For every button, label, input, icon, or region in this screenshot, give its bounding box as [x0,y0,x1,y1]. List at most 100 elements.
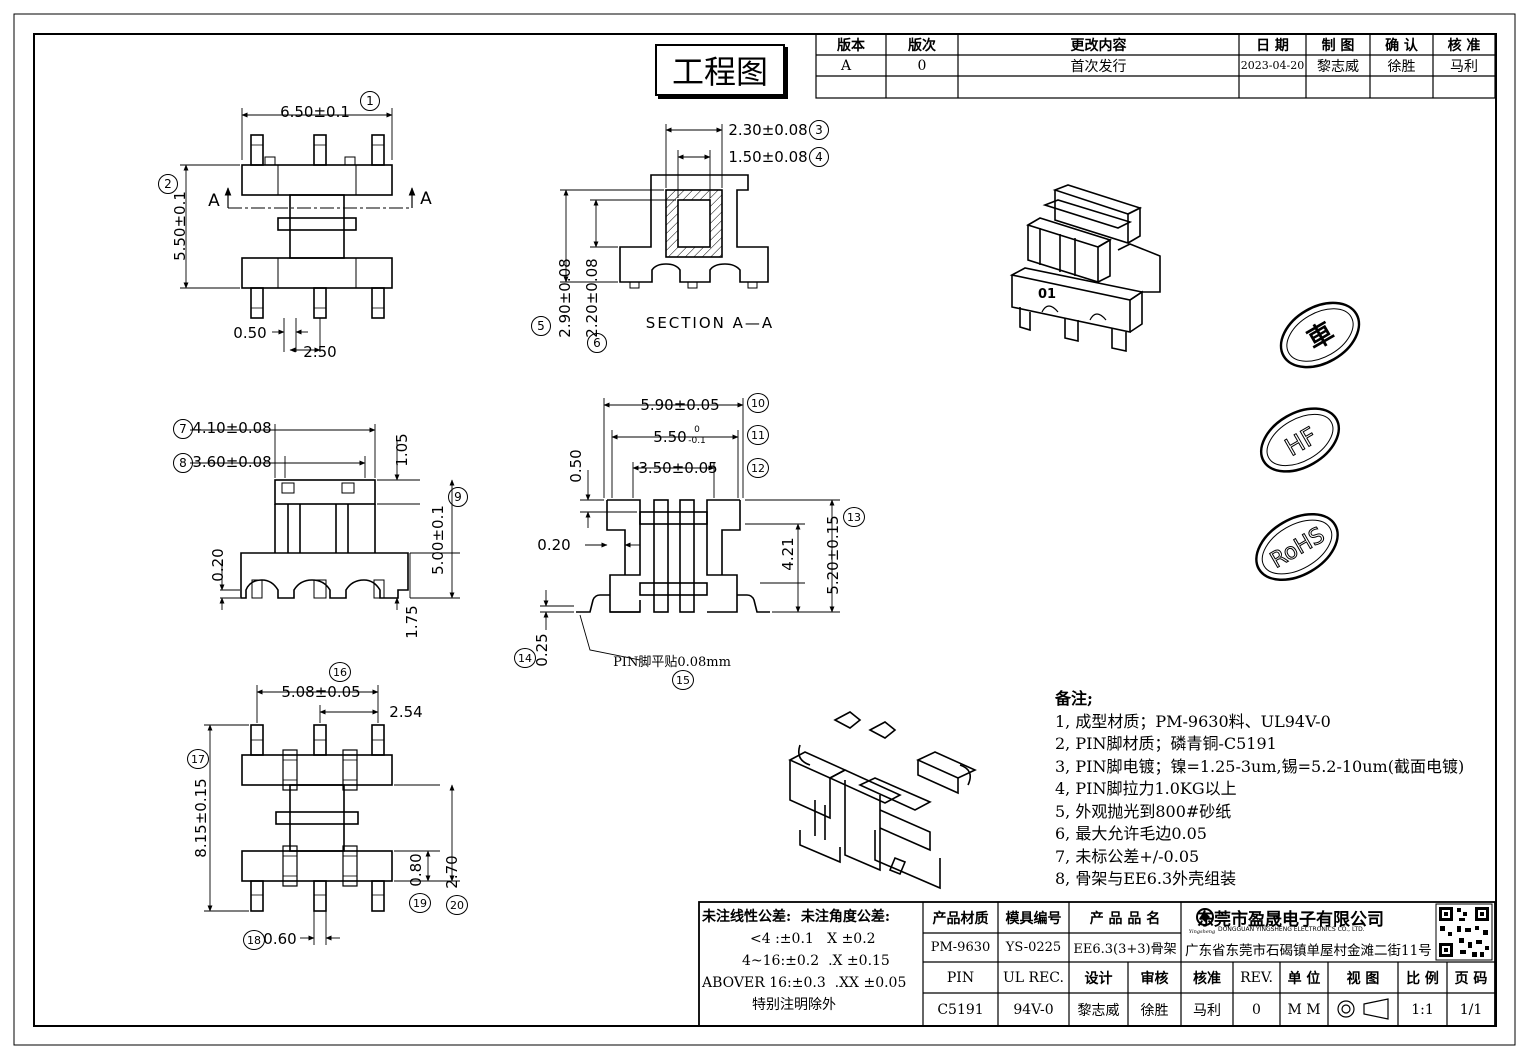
dim-section-inner: 1.50±0.08 [728,148,808,166]
dim-pin-width: 0.50 [233,324,267,342]
callout-14: 14 [514,648,536,668]
tolerance-header: 未注线性公差: 未注角度公差: [702,909,891,925]
note-item: 2, PIN脚材质；磷青铜-C5191 [1055,734,1277,753]
bottom-view [241,724,393,912]
note-item: 7, 未标公差+/-0.05 [1055,846,1200,866]
tb-product: EE6.3(3+3)骨架 [1073,942,1177,957]
tolerance-line: <4 :±0.1 X ±0.2 [750,931,876,947]
dim-front-top-inner: 3.60±0.08 [192,453,272,471]
callout-9: 9 [448,487,468,507]
company-name: 东莞市盈晟电子有限公司 [1197,910,1384,930]
isometric-view [1009,184,1161,352]
tb-pin-material: C5191 [937,1001,984,1018]
tb-page: 1/1 [1459,1001,1483,1018]
rev-confirm: 徐胜 [1387,58,1416,75]
callout-18: 18 [243,930,265,950]
projection-symbol-icon [1337,998,1389,1020]
tb-scale: 1:1 [1411,1001,1434,1018]
section-view-dims [560,124,723,283]
rev-header-version: 版本 [837,37,865,54]
tb-rev-label: REV. [1240,969,1273,986]
tb-pin-label: PIN [946,969,975,986]
rev-date: 2023-04-20 [1240,59,1305,72]
revision-table-grid [815,33,1496,99]
top-view-dims [180,108,393,353]
front-view-dims [190,424,460,610]
callout-2: 2 [158,174,178,194]
pin-note: PIN脚平贴0.08mm [613,654,731,670]
tb-designer: 黎志威 [1077,1002,1120,1019]
section-mark-left: A [208,191,220,211]
company-address: 广东省东莞市石碣镇单屋村金滩二街11号 [1185,943,1432,959]
dim-side-outer: 5.90±0.05 [640,396,720,414]
dim-bottom-pin-len: 2.70 [443,855,461,889]
drawing-title: 工程图 [655,44,785,96]
callout-19: 19 [409,893,431,913]
note-item: 8, 骨架与EE6.3外壳组装 [1055,869,1237,888]
tb-approve-label: 核准 [1193,970,1221,987]
qr-code [1435,903,1493,961]
tb-reviewer: 徐胜 [1140,1002,1169,1019]
callout-16: 16 [329,662,351,682]
section-view [619,174,769,289]
dim-side-inner: 3.50±0.05 [638,459,718,477]
dim-front-top-outer: 4.10±0.08 [192,419,272,437]
dim-side-mid-lower: -0.1 [688,436,706,446]
dim-section-outer: 2.30±0.08 [728,121,808,139]
dim-side-total: 5.20±0.15 [824,515,842,595]
tb-rev: 0 [1252,1001,1261,1018]
side-view [576,499,770,613]
tb-ul-label: UL REC. [1003,969,1064,986]
top-view [224,134,416,319]
callout-1: 1 [360,91,380,111]
note-item: 1, 成型材质；PM-9630料、UL94V-0 [1055,711,1331,731]
tb-ul: 94V-0 [1013,1001,1054,1018]
tolerance-line: 特别注明除外 [752,997,836,1013]
tb-design-label: 设计 [1084,970,1113,987]
callout-3: 3 [809,120,829,140]
dim-section-h-outer: 2.90±0.08 [556,258,574,338]
notes-block: 备注; 1, 成型材质；PM-9630料、UL94V-0 2, PIN脚材质；磷… [1055,688,1464,891]
tb-approver: 马利 [1193,1002,1221,1019]
callout-7: 7 [173,419,193,439]
callout-17: 17 [187,749,209,769]
tolerance-line: ABOVER 16:±0.3 .XX ±0.05 [702,975,907,991]
dim-side-mid: 5.50 [653,428,687,446]
tb-mold: YS-0225 [1005,940,1062,955]
tb-unit: M M [1287,1001,1321,1018]
dim-bottom-pin-w: 0.60 [263,930,297,948]
company-logo-text: Yingsheng [1188,928,1216,935]
rev-change: 首次发行 [1070,58,1127,75]
section-mark-right: A [420,189,432,209]
dim-top-height: 5.50±0.1 [171,191,189,261]
rev-header-drawn: 制 图 [1321,37,1355,54]
front-view [240,479,409,599]
tb-unit-label: 单 位 [1287,970,1321,987]
tb-review-label: 审核 [1140,970,1169,987]
tolerance-line: 4~16:±0.2 .X ±0.15 [742,953,890,969]
outer-border [13,13,1516,1046]
rev-header-confirm: 确 认 [1385,37,1418,54]
dim-front-pin: 1.75 [403,605,421,639]
rev-edition: 0 [917,57,927,74]
side-view-dims [540,398,840,661]
dim-section-h-inner: 2.20±0.08 [583,258,601,338]
tb-product-label: 产 品 品 名 [1089,910,1161,927]
note-item: 4, PIN脚拉力1.0KG以上 [1055,779,1237,798]
dim-bottom-slot: 0.80 [407,853,425,887]
title-block-grid [698,901,1496,1027]
note-item: 5, 外观抛光到800#砂纸 [1055,801,1232,821]
dim-front-base: 0.20 [209,548,227,582]
hf-stamp-text: HF [1280,422,1322,462]
dim-side-mid-upper: 0 [694,425,700,435]
callout-10: 10 [747,393,769,413]
note-item: 6, 最大允许毛边0.05 [1055,824,1207,843]
ccc-stamp-text: 車 [1302,317,1340,356]
isometric-bottom-view [788,711,977,890]
tolerance-block: 未注线性公差: 未注角度公差: <4 :±0.1 X ±0.2 4~16:±0.… [702,906,920,1016]
dim-front-height: 5.00±0.1 [429,505,447,575]
dim-side-body: 4.21 [779,537,797,571]
callout-4: 4 [809,147,829,167]
callout-13: 13 [843,507,865,527]
